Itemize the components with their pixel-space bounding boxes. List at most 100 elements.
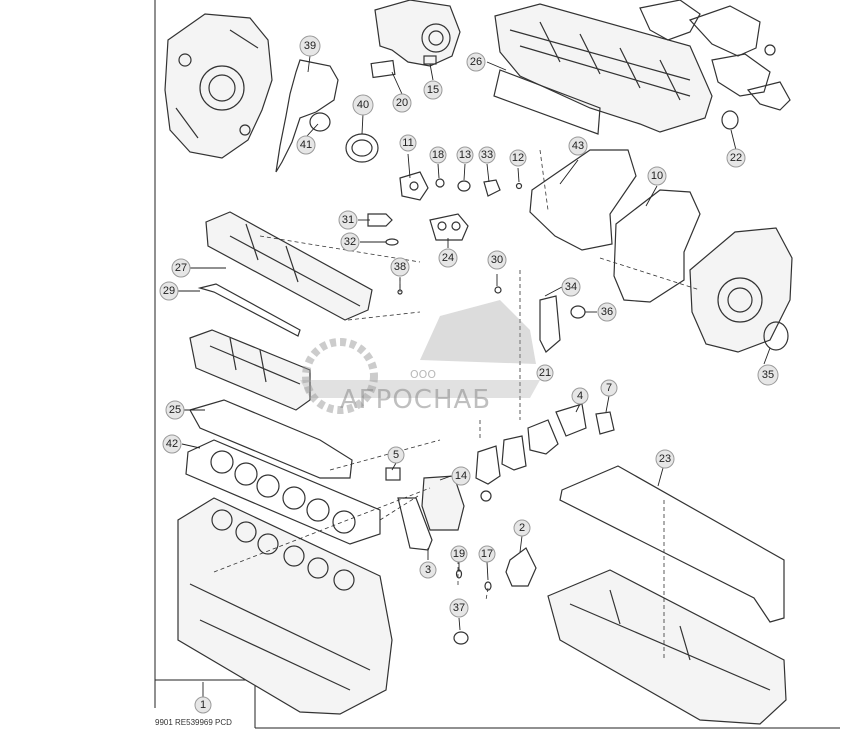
watermark-company-name: АГРОСНАБ [340, 385, 491, 415]
svg-text:22: 22 [730, 152, 742, 164]
callout-41[interactable]: 41 [296, 135, 316, 155]
svg-text:11: 11 [402, 137, 413, 149]
callout-4[interactable]: 4 [571, 387, 589, 405]
callout-39[interactable]: 39 [299, 35, 321, 57]
svg-text:43: 43 [572, 140, 584, 152]
callout-25[interactable]: 25 [165, 400, 185, 420]
callout-7[interactable]: 7 [600, 379, 618, 397]
svg-text:5: 5 [393, 449, 399, 461]
intake-manifold-gasket [189, 399, 353, 479]
svg-text:39: 39 [304, 40, 316, 52]
callout-26[interactable]: 26 [466, 52, 486, 72]
svg-text:19: 19 [453, 548, 465, 560]
svg-text:15: 15 [427, 84, 439, 96]
small-gaskets-group [367, 171, 523, 295]
callout-5[interactable]: 5 [387, 446, 405, 464]
cylinder-head-gasket [185, 439, 381, 545]
svg-text:31: 31 [342, 214, 354, 226]
callout-3[interactable]: 3 [419, 561, 437, 579]
callout-23[interactable]: 23 [655, 449, 675, 469]
svg-text:1: 1 [200, 699, 206, 711]
callout-36[interactable]: 36 [597, 302, 617, 322]
agrosnab-watermark: ООО АГРОСНАБ [300, 300, 540, 415]
callout-29[interactable]: 29 [159, 281, 179, 301]
callout-33[interactable]: 33 [478, 146, 496, 164]
callout-38[interactable]: 38 [390, 257, 410, 277]
svg-text:29: 29 [163, 285, 175, 297]
svg-text:27: 27 [175, 262, 187, 274]
drawing-reference-label: 9901 RE539969 PCD [155, 718, 232, 727]
callout-22[interactable]: 22 [726, 148, 746, 168]
callout-18[interactable]: 18 [429, 146, 447, 164]
timing-cover-gasket [529, 149, 637, 251]
svg-text:3: 3 [425, 564, 431, 576]
svg-text:4: 4 [577, 390, 583, 402]
svg-text:30: 30 [491, 254, 503, 266]
rocker-arm-assembly [494, 3, 713, 133]
svg-text:24: 24 [442, 252, 454, 264]
callout-43[interactable]: 43 [568, 136, 588, 156]
svg-text:2: 2 [519, 522, 525, 534]
svg-text:26: 26 [470, 56, 482, 68]
cylinder-head [205, 211, 373, 321]
watermark-prefix: ООО [410, 368, 436, 381]
svg-text:42: 42 [166, 438, 178, 450]
callout-30[interactable]: 30 [487, 250, 507, 270]
svg-text:10: 10 [651, 170, 663, 182]
flywheel-housing [689, 227, 793, 353]
callout-11[interactable]: 11 [399, 134, 417, 152]
diagram-frame [154, 0, 840, 729]
svg-text:13: 13 [459, 149, 471, 161]
callout-20[interactable]: 20 [392, 93, 412, 113]
svg-text:20: 20 [396, 97, 408, 109]
callout-34[interactable]: 34 [561, 277, 581, 297]
svg-text:33: 33 [481, 149, 493, 161]
callout-40[interactable]: 40 [352, 94, 374, 116]
svg-text:37: 37 [453, 602, 465, 614]
svg-text:35: 35 [762, 369, 774, 381]
callout-14[interactable]: 14 [451, 466, 471, 486]
assembly-dash-lines [213, 149, 701, 660]
intake-manifold [189, 329, 311, 411]
leader-lines [178, 55, 771, 704]
oil-cooler-group [385, 295, 615, 645]
svg-text:34: 34 [565, 281, 577, 293]
engine-block [177, 497, 393, 715]
callout-35[interactable]: 35 [757, 364, 779, 386]
svg-text:38: 38 [394, 261, 406, 273]
valve-cover-gasket [493, 69, 601, 135]
rear-seal [763, 321, 789, 351]
svg-text:40: 40 [357, 99, 369, 111]
callout-24[interactable]: 24 [438, 248, 458, 268]
timing-gear-housing [164, 13, 273, 159]
callout-19[interactable]: 19 [450, 545, 468, 563]
callout-13[interactable]: 13 [456, 146, 474, 164]
callout-42[interactable]: 42 [162, 434, 182, 454]
seal-36 [570, 305, 586, 319]
callout-2[interactable]: 2 [513, 519, 531, 537]
callout-1[interactable]: 1 [194, 696, 212, 714]
callout-12[interactable]: 12 [509, 149, 527, 167]
svg-text:17: 17 [481, 548, 493, 560]
svg-text:12: 12 [512, 152, 524, 164]
exhaust-manifold [639, 0, 791, 111]
svg-text:14: 14 [455, 470, 467, 482]
callout-10[interactable]: 10 [647, 166, 667, 186]
turbocharger [370, 0, 461, 79]
callout-27[interactable]: 27 [171, 258, 191, 278]
callout-15[interactable]: 15 [423, 80, 443, 100]
oil-pan [547, 569, 787, 725]
callout-31[interactable]: 31 [338, 210, 358, 230]
callouts: 1 2 3 4 5 7 10 11 12 13 14 15 17 18 19 2… [159, 35, 779, 714]
svg-text:32: 32 [344, 236, 356, 248]
svg-text:23: 23 [659, 453, 671, 465]
callout-21[interactable]: 21 [536, 364, 554, 382]
callout-17[interactable]: 17 [478, 545, 496, 563]
callout-32[interactable]: 32 [340, 232, 360, 252]
svg-text:41: 41 [300, 139, 312, 151]
callout-37[interactable]: 37 [449, 598, 469, 618]
svg-text:25: 25 [169, 404, 181, 416]
rocker-cover-gasket [197, 283, 301, 337]
